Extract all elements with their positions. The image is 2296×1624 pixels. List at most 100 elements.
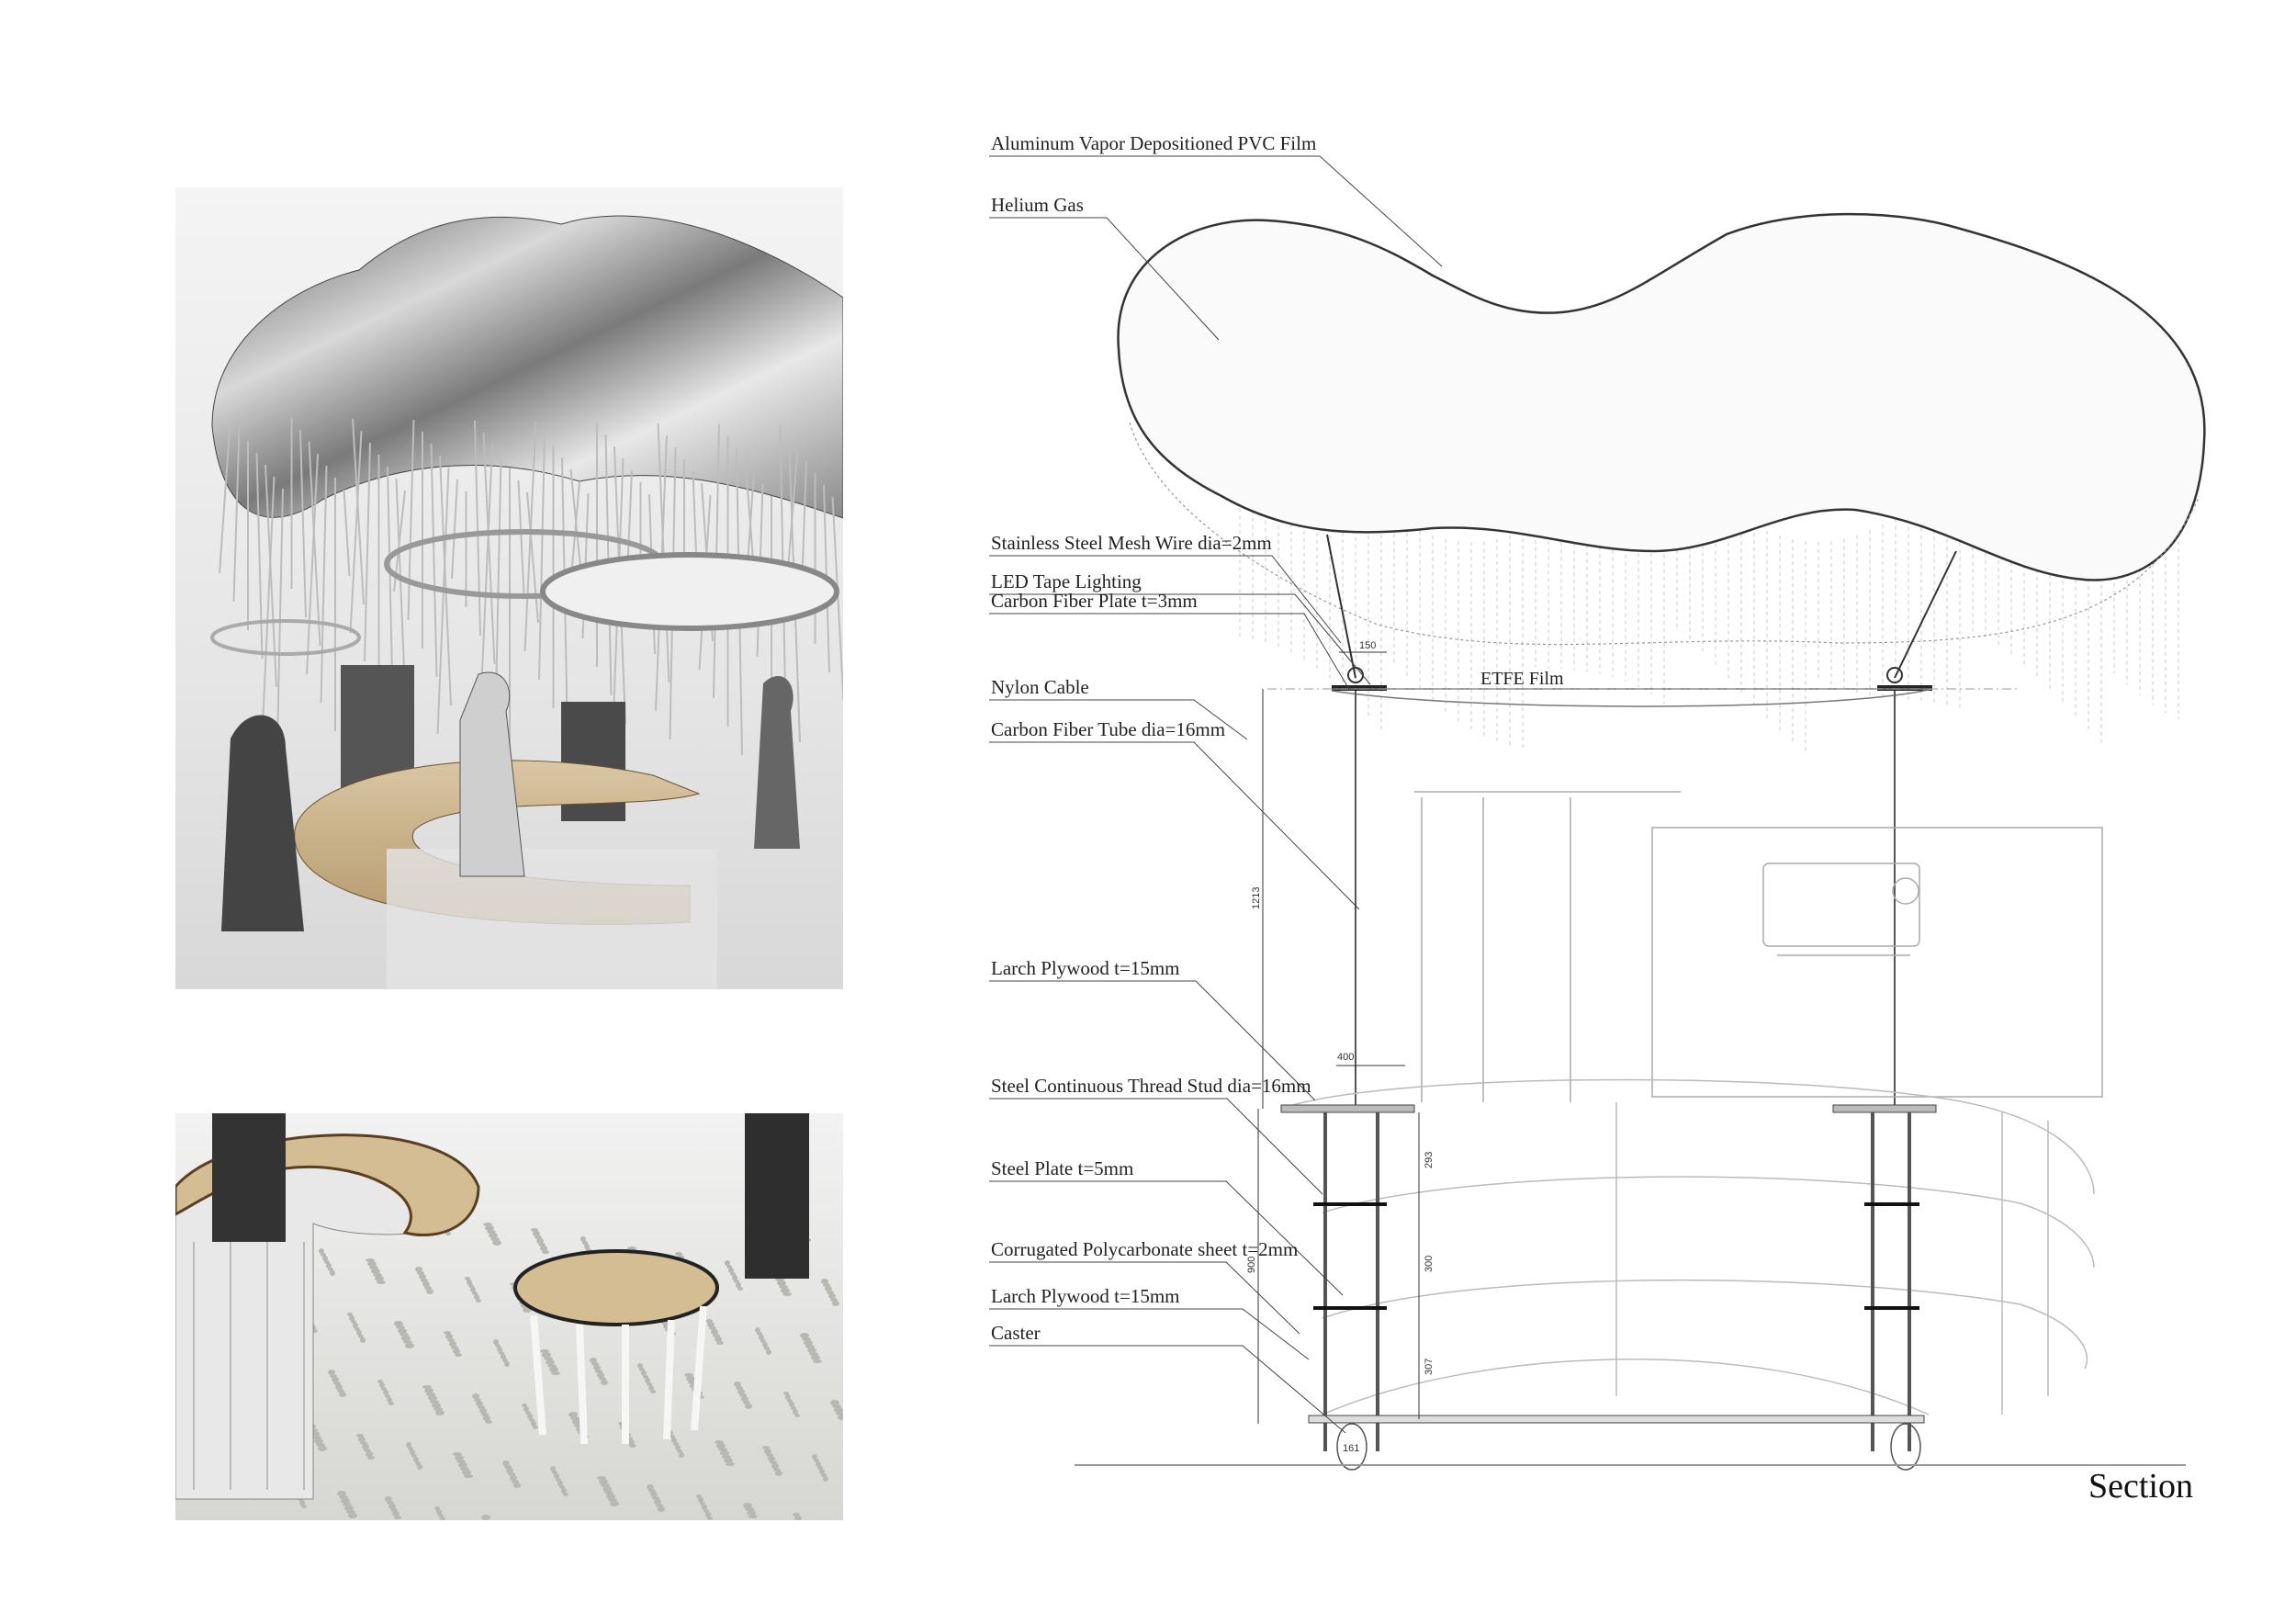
dim-plate-width: 150 (1359, 640, 1377, 651)
model-rod (451, 479, 458, 580)
gravel-stone (301, 1505, 307, 1508)
gravel-stone (785, 1394, 791, 1400)
gravel-stone (502, 1359, 508, 1362)
gravel-stone (804, 1340, 813, 1346)
gravel-stone (748, 1515, 758, 1518)
gravel-stone (367, 1456, 375, 1460)
gravel-stone (347, 1313, 353, 1316)
gravel-stone (476, 1299, 481, 1303)
model-rod (308, 441, 321, 647)
material-label: LED Tape Lighting (991, 570, 1142, 592)
leader-line (989, 555, 1342, 644)
material-label: Helium Gas (991, 194, 1084, 216)
gravel-stone (424, 1388, 433, 1393)
dim-caster-width: 161 (1343, 1443, 1360, 1454)
gravel-stone (358, 1335, 364, 1338)
model-rod (320, 465, 328, 704)
gravel-stone (470, 1287, 476, 1292)
gravel-stone (559, 1485, 565, 1489)
gravel-stone (299, 1500, 305, 1506)
counter-rings (1280, 1078, 2095, 1415)
gravel-stone (597, 1372, 604, 1378)
gravel-stone (490, 1237, 500, 1241)
gravel-stone (369, 1266, 378, 1269)
gravel-stone (800, 1333, 809, 1338)
gravel-stone (453, 1348, 460, 1354)
gravel-stone (544, 1357, 553, 1360)
gravel-stone (759, 1335, 764, 1340)
gravel-stone (410, 1449, 415, 1455)
gravel-stone (349, 1315, 355, 1321)
gravel-stone (670, 1435, 675, 1438)
model-rod (364, 442, 371, 662)
gravel-stone (834, 1407, 843, 1413)
base-plywood (1308, 1415, 1925, 1424)
gravel-stone (728, 1268, 734, 1273)
gravel-stone (563, 1493, 568, 1496)
model-rod (526, 491, 539, 624)
gravel-stone (734, 1280, 739, 1283)
gravel-stone (383, 1390, 388, 1395)
gravel-stone (637, 1363, 643, 1369)
gravel-stone (392, 1511, 400, 1517)
thread-studs (1323, 1112, 1911, 1451)
gravel-stone (716, 1341, 724, 1345)
gravel-stone (456, 1460, 466, 1463)
model-rod (262, 476, 276, 716)
model-rod (299, 429, 307, 618)
gravel-stone (684, 1373, 693, 1377)
gravel-stone (791, 1406, 796, 1410)
gravel-stone (716, 1443, 726, 1449)
gravel-stone (377, 1380, 383, 1383)
model-rod (831, 496, 843, 702)
gravel-stone (379, 1382, 385, 1388)
gravel-stone (319, 1248, 324, 1254)
gravel-stone (768, 1456, 775, 1461)
gravel-stone (533, 1426, 538, 1429)
gravel-stone (608, 1498, 617, 1502)
leader-line (989, 1345, 1346, 1434)
etfe-film (1331, 688, 1933, 707)
gravel-stone (705, 1512, 711, 1517)
model-rod (436, 467, 450, 735)
model-rod (480, 444, 493, 694)
gravel-stone (715, 1440, 724, 1444)
gravel-stone (328, 1268, 333, 1271)
gravel-stone (485, 1225, 494, 1231)
gravel-stone (707, 1517, 713, 1520)
gravel-stone (348, 1513, 357, 1518)
gravel-stone (805, 1345, 815, 1348)
gravel-stone (426, 1393, 435, 1396)
gravel-stone (542, 1250, 549, 1254)
model-rod (439, 455, 452, 706)
gravel-stone (755, 1327, 760, 1333)
gravel-stone (510, 1475, 517, 1481)
gravel-stone (499, 1351, 504, 1355)
gravel-stone (745, 1404, 752, 1409)
carbon-fiber-plates (1332, 667, 1932, 691)
material-label: Nylon Cable (991, 676, 1089, 698)
gravel-stone (445, 1232, 451, 1235)
gravel-stone (413, 1457, 419, 1462)
gravel-stone (823, 1476, 828, 1482)
carbon-fiber-tubes (1355, 691, 1896, 1109)
model-rod (482, 432, 496, 665)
leader-line (989, 980, 1316, 1101)
gravel-stone (411, 1454, 417, 1458)
gravel-stone (802, 1337, 811, 1341)
gravel-stone (593, 1365, 601, 1370)
gravel-stone (711, 1329, 718, 1335)
gravel-stone (817, 1466, 823, 1470)
gravel-stone (506, 1468, 513, 1473)
material-label: Steel Continuous Thread Stud dia=16mm (991, 1075, 1311, 1097)
gravel-stone (529, 1418, 535, 1422)
gravel-stone (440, 1517, 445, 1520)
gravel-stone (485, 1420, 492, 1424)
gravel-stone (572, 1419, 581, 1425)
dim-total-height: 900 (1246, 1256, 1257, 1273)
gravel-stone (396, 1325, 405, 1329)
gravel-stone (821, 1279, 828, 1284)
gravel-stone (388, 1402, 394, 1405)
model-rod (407, 419, 415, 621)
